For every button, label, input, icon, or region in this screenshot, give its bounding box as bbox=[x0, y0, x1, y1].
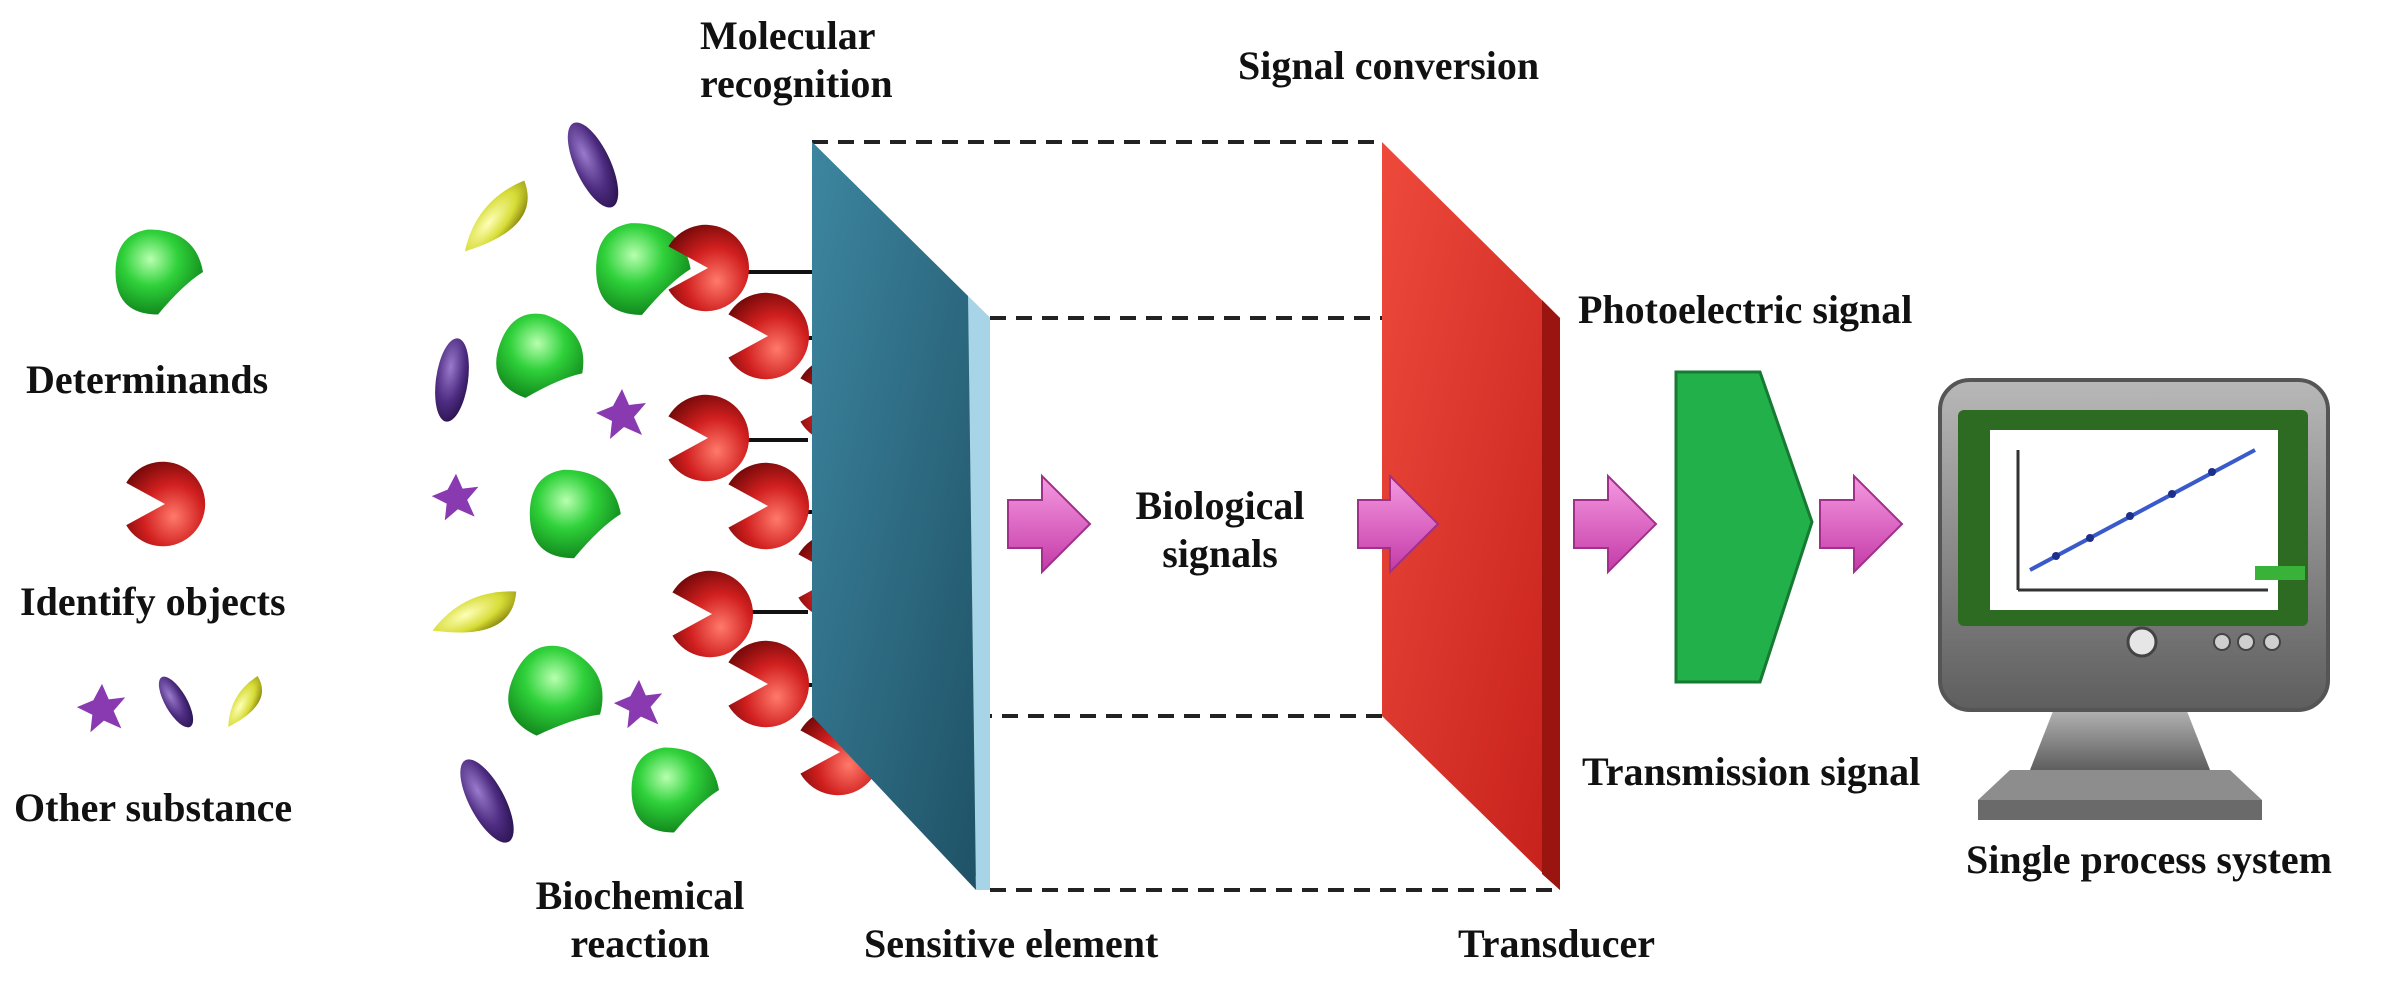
ellipse-icon bbox=[557, 115, 629, 215]
transmission-signal-label: Transmission signal bbox=[1582, 749, 1921, 794]
pacman-icon bbox=[728, 640, 810, 728]
biochemical-reaction-label: Biochemical reaction bbox=[500, 872, 780, 968]
legend-violet-star-icon bbox=[76, 683, 126, 733]
molecular-recognition-line2: recognition bbox=[700, 61, 893, 106]
signal-arrows bbox=[1007, 473, 1904, 575]
legend-determinand-icon bbox=[115, 229, 203, 315]
crescent-icon bbox=[427, 580, 526, 651]
transducer-label: Transducer bbox=[1458, 921, 1656, 966]
ellipse-icon bbox=[449, 751, 525, 851]
sensitive-element-panel bbox=[812, 142, 990, 890]
star-icon bbox=[613, 679, 663, 729]
biological-signals-line2: signals bbox=[1162, 531, 1278, 576]
drop-icon bbox=[495, 633, 620, 757]
sample-substances bbox=[427, 115, 719, 851]
crescent-icon bbox=[455, 172, 542, 266]
identify-objects-label: Identify objects bbox=[20, 579, 286, 624]
pacman-icon bbox=[728, 292, 810, 380]
biological-signals-line1: Biological bbox=[1135, 483, 1305, 528]
pacman-icon bbox=[668, 394, 750, 482]
biochemical-reaction-line1: Biochemical bbox=[535, 873, 745, 918]
computer-monitor-icon bbox=[1938, 378, 2330, 820]
legend-purple-ellipse-icon bbox=[152, 671, 200, 733]
transmission-block bbox=[1674, 370, 1814, 684]
molecular-recognition-label: Molecular recognition bbox=[700, 12, 893, 108]
arrow-icon bbox=[1357, 473, 1440, 575]
pacman-icon bbox=[672, 570, 754, 658]
arrow-icon bbox=[1573, 473, 1658, 575]
arrow-icon bbox=[1007, 473, 1092, 575]
legend-identify-object-icon bbox=[126, 461, 206, 547]
drop-icon bbox=[529, 469, 621, 559]
other-substance-label: Other substance bbox=[14, 785, 293, 830]
ellipse-icon bbox=[430, 336, 474, 424]
molecular-recognition-line1: Molecular bbox=[700, 13, 876, 58]
arrow-icon bbox=[1819, 473, 1904, 575]
drop-icon bbox=[485, 303, 597, 414]
star-icon bbox=[596, 389, 646, 439]
single-process-system-label: Single process system bbox=[1966, 837, 2332, 882]
pacman-icon bbox=[728, 462, 810, 550]
photoelectric-signal-label: Photoelectric signal bbox=[1578, 287, 1913, 332]
biological-signals-label: Biological signals bbox=[1110, 482, 1330, 578]
transducer-panel bbox=[1382, 142, 1560, 890]
sensitive-element-label: Sensitive element bbox=[864, 921, 1159, 966]
signal-conversion-label: Signal conversion bbox=[1238, 43, 1540, 88]
biochemical-reaction-line2: reaction bbox=[570, 921, 710, 966]
star-icon bbox=[431, 473, 479, 521]
drop-icon bbox=[631, 747, 719, 833]
legend-yellow-crescent-icon bbox=[221, 672, 270, 734]
determinands-label: Determinands bbox=[26, 357, 269, 402]
